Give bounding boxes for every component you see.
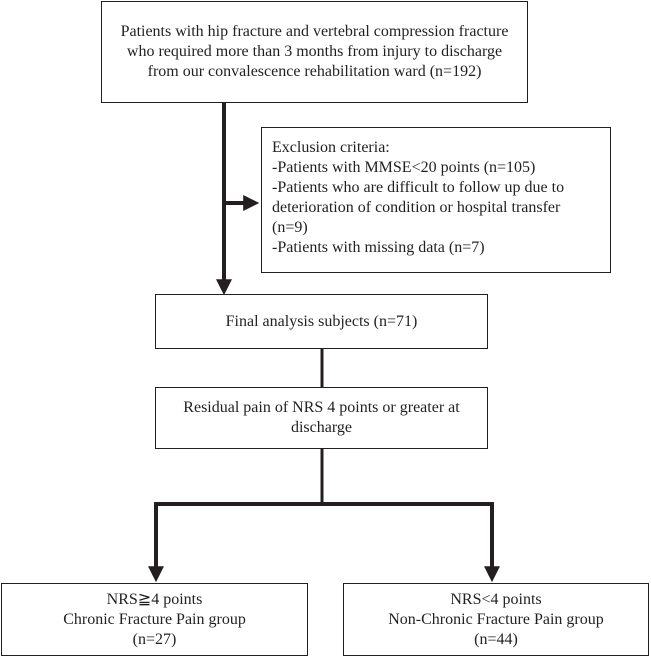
initial-patients-line-1: Patients with hip fracture and vertebral… <box>120 23 509 40</box>
initial-patients-line-3: from our convalescence rehabilitation wa… <box>147 63 482 80</box>
initial-patients-line-2: who required more than 3 months from inj… <box>126 43 503 60</box>
exclusion-item-follow-up-line-2: deterioration of condition or hospital t… <box>272 199 561 216</box>
chronic-group-count: (n=27) <box>132 630 177 648</box>
residual-pain-line-1: Residual pain of NRS 4 points or greater… <box>183 399 460 416</box>
exclusion-heading: Exclusion criteria: <box>272 139 390 156</box>
chronic-group-name: Chronic Fracture Pain group <box>63 610 246 628</box>
exclusion-criteria-box: Exclusion criteria: -Patients with MMSE<… <box>261 127 611 273</box>
residual-pain-box: Residual pain of NRS 4 points or greater… <box>155 387 488 449</box>
exclusion-item-mmse: -Patients with MMSE<20 points (n=105) <box>272 159 536 176</box>
non-chronic-group-criterion: NRS<4 points <box>450 590 542 608</box>
non-chronic-group-count: (n=44) <box>474 630 518 648</box>
chronic-group-criterion: NRS≧4 points <box>106 590 203 608</box>
exclusion-item-follow-up-line-1: -Patients who are difficult to follow up… <box>272 179 565 196</box>
non-chronic-pain-group-box: NRS<4 points Non-Chronic Fracture Pain g… <box>343 583 649 656</box>
exclusion-item-missing-data: -Patients with missing data (n=7) <box>272 239 485 256</box>
chronic-pain-group-box: NRS≧4 points Chronic Fracture Pain group… <box>1 583 308 656</box>
initial-patients-box: Patients with hip fracture and vertebral… <box>101 1 528 103</box>
exclusion-item-follow-up-count: (n=9) <box>272 219 308 236</box>
residual-pain-line-2: discharge <box>290 419 352 436</box>
non-chronic-group-name: Non-Chronic Fracture Pain group <box>388 610 604 628</box>
final-analysis-box: Final analysis subjects (n=71) <box>155 294 488 349</box>
final-analysis-label: Final analysis subjects (n=71) <box>225 312 418 330</box>
